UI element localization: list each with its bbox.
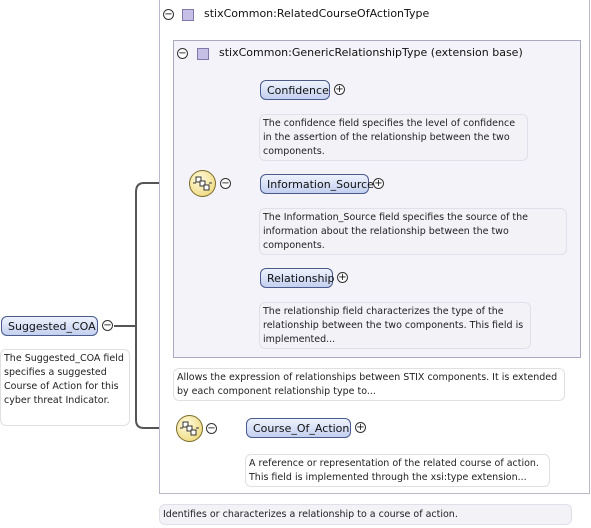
sequence-compositor-icon[interactable] bbox=[176, 415, 203, 442]
collapse-coa-sequence-toggle[interactable] bbox=[206, 423, 217, 434]
suggested-coa-doc: The Suggested_COA field specifies a sugg… bbox=[0, 349, 130, 426]
expand-relationship-toggle[interactable] bbox=[337, 272, 348, 283]
course-of-action-element[interactable]: Course_Of_Action bbox=[246, 418, 351, 438]
confidence-element[interactable]: Confidence bbox=[260, 80, 330, 100]
sequence-glyph-icon bbox=[193, 176, 212, 191]
suggested-coa-element[interactable]: Suggested_COA bbox=[1, 316, 98, 336]
outer-type-label: stixCommon:RelatedCourseOfActionType bbox=[204, 7, 430, 20]
base-type-doc: Allows the expression of relationships b… bbox=[173, 368, 565, 401]
collapse-suggested-coa-toggle[interactable] bbox=[102, 320, 113, 331]
relationship-element[interactable]: Relationship bbox=[260, 268, 335, 288]
expand-course-of-action-toggle[interactable] bbox=[355, 422, 366, 433]
expand-confidence-toggle[interactable] bbox=[334, 84, 345, 95]
information-source-element[interactable]: Information_Source bbox=[260, 174, 374, 194]
expand-information-source-toggle[interactable] bbox=[373, 178, 384, 189]
base-type-label: stixCommon:GenericRelationshipType (exte… bbox=[219, 46, 523, 59]
complex-type-icon bbox=[182, 9, 194, 21]
collapse-base-type-toggle[interactable] bbox=[177, 48, 188, 59]
outer-type-doc: Identifies or characterizes a relationsh… bbox=[159, 504, 572, 525]
confidence-doc: The confidence field specifies the level… bbox=[259, 114, 528, 161]
course-of-action-doc: A reference or representation of the rel… bbox=[245, 454, 550, 487]
relationship-doc: The relationship field characterizes the… bbox=[259, 302, 531, 349]
sequence-compositor-icon[interactable] bbox=[189, 170, 216, 197]
collapse-outer-type-toggle[interactable] bbox=[163, 9, 174, 20]
information-source-doc: The Information_Source field specifies t… bbox=[259, 208, 567, 255]
collapse-sequence-toggle[interactable] bbox=[220, 178, 231, 189]
complex-type-icon bbox=[197, 48, 209, 60]
sequence-glyph-icon bbox=[180, 421, 199, 436]
